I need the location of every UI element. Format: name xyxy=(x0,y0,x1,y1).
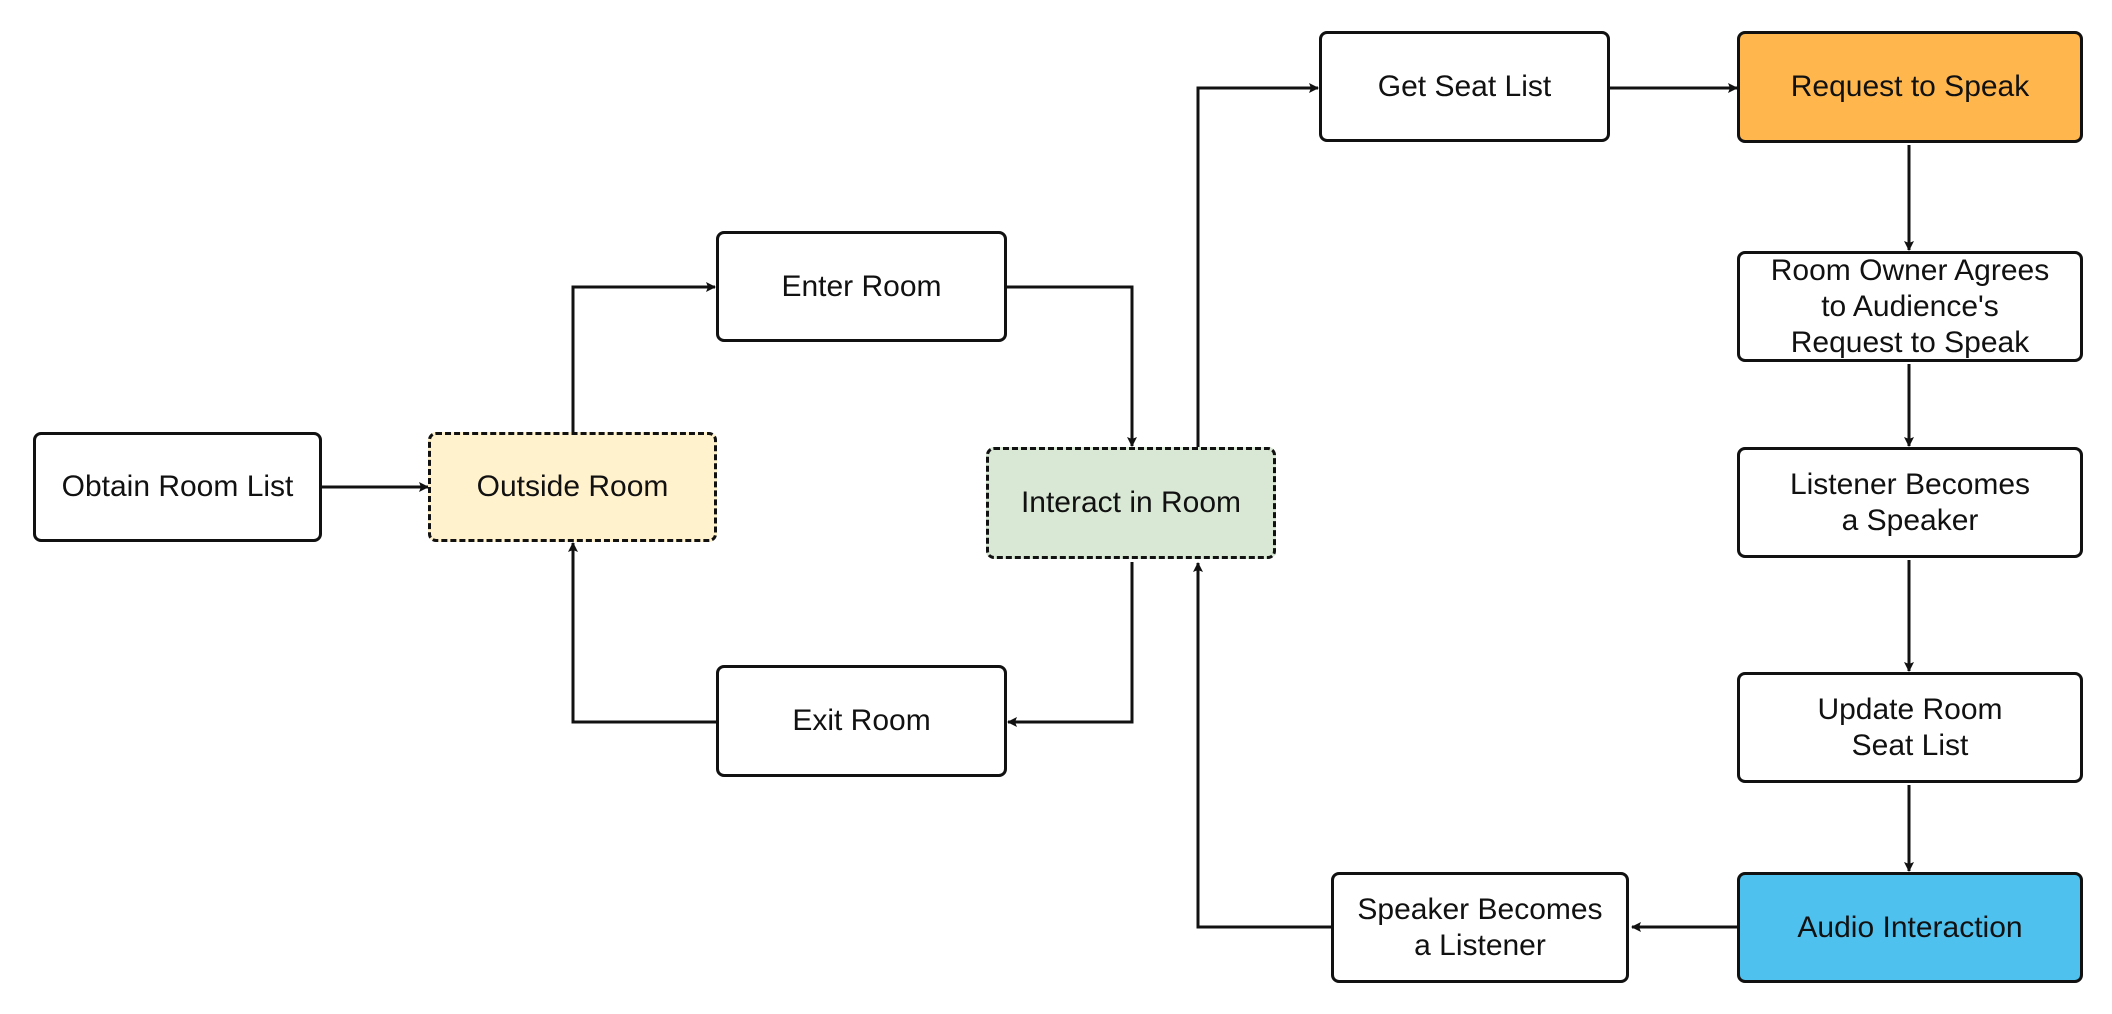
arrow-interact-to-seat-list xyxy=(1196,83,1319,447)
node-request-to-speak: Request to Speak xyxy=(1737,31,2083,143)
node-update-seat-list: Update Room Seat List xyxy=(1737,672,2083,783)
node-listener-becomes-speaker: Listener Becomes a Speaker xyxy=(1737,447,2083,558)
arrow-interact-to-exit xyxy=(1007,562,1134,727)
node-enter-room: Enter Room xyxy=(716,231,1007,342)
node-audio-interaction: Audio Interaction xyxy=(1737,872,2083,983)
arrow-exit-to-outside xyxy=(568,542,716,724)
node-interact-in-room: Interact in Room xyxy=(986,447,1276,559)
node-obtain-room-list: Obtain Room List xyxy=(33,432,322,542)
arrow-outside-to-enter xyxy=(571,282,716,432)
node-request-to-speak-label: Request to Speak xyxy=(1790,70,2030,103)
node-outside-room: Outside Room xyxy=(428,432,717,542)
node-interact-in-room-label: Interact in Room xyxy=(1020,486,1242,519)
arrow-becomes-listener-to-interact xyxy=(1193,562,1331,929)
node-owner-agrees: Room Owner Agrees to Audience's Request … xyxy=(1737,251,2083,362)
node-listener-becomes-speaker-label: Listener Becomes a Speaker xyxy=(1789,467,2031,537)
node-obtain-room-list-label: Obtain Room List xyxy=(61,470,294,503)
node-owner-agrees-label: Room Owner Agrees to Audience's Request … xyxy=(1770,253,2050,359)
node-exit-room: Exit Room xyxy=(716,665,1007,777)
node-exit-room-label: Exit Room xyxy=(792,704,931,737)
node-speaker-becomes-listener-label: Speaker Becomes a Listener xyxy=(1357,892,1603,962)
node-speaker-becomes-listener: Speaker Becomes a Listener xyxy=(1331,872,1629,983)
node-get-seat-list-label: Get Seat List xyxy=(1377,69,1552,103)
node-outside-room-label: Outside Room xyxy=(476,470,669,503)
node-audio-interaction-label: Audio Interaction xyxy=(1797,910,2023,944)
node-get-seat-list: Get Seat List xyxy=(1319,31,1610,142)
node-update-seat-list-label: Update Room Seat List xyxy=(1817,692,2003,762)
node-enter-room-label: Enter Room xyxy=(781,269,942,303)
arrow-enter-to-interact xyxy=(1007,285,1137,447)
